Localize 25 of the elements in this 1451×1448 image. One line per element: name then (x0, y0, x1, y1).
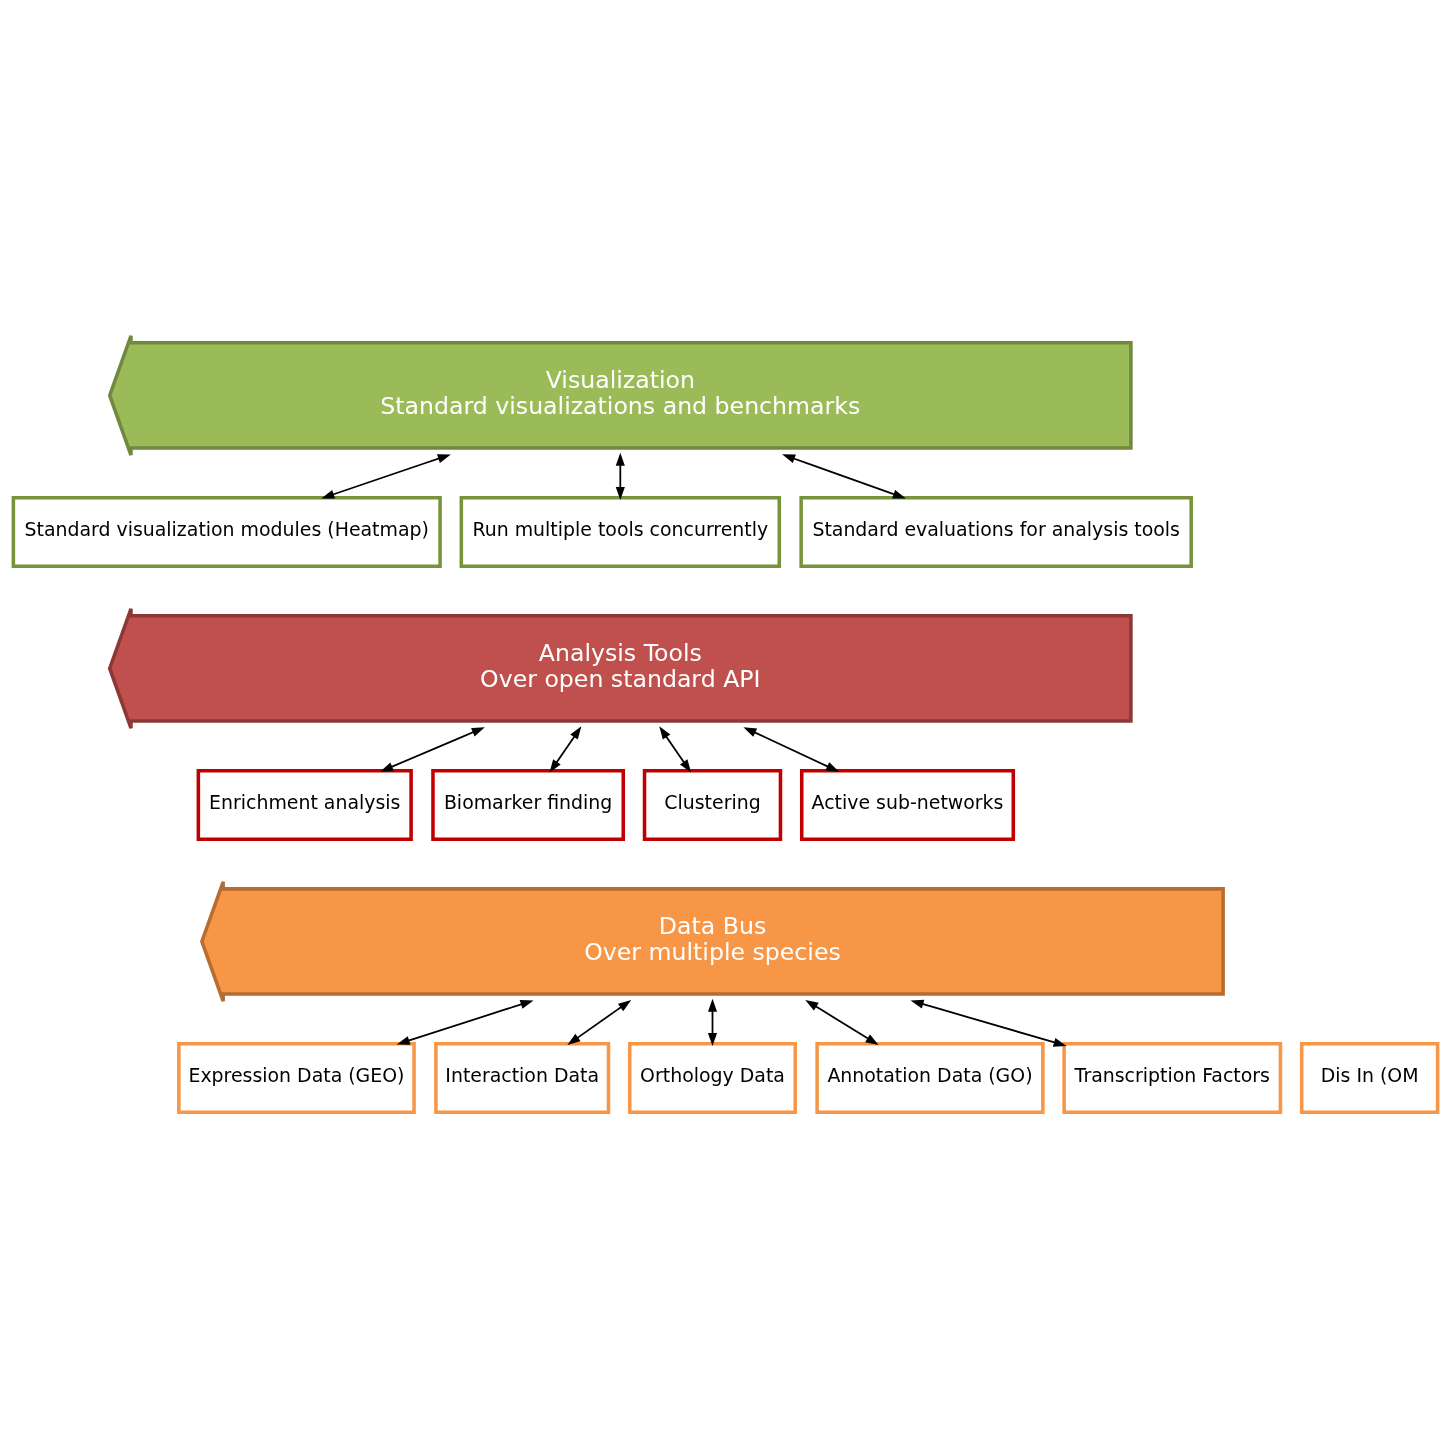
node-box: Active sub-networks (799, 768, 1016, 841)
node-box: Standard visualization modules (Heatmap) (11, 495, 442, 568)
node-box: Dis In (OM (1299, 1041, 1440, 1115)
node-box: Expression Data (GEO) (177, 1041, 416, 1115)
node-box: Clustering (642, 768, 783, 841)
arrow (615, 452, 625, 501)
arrow (380, 727, 485, 772)
node-box: Run multiple tools concurrently (459, 495, 782, 568)
node-box: Standard evaluations for analysis tools (799, 495, 1193, 568)
arrow (321, 454, 451, 499)
arrow (707, 998, 718, 1047)
node-box: Interaction Data (434, 1041, 611, 1115)
arrow (396, 1000, 534, 1045)
arrow (743, 727, 840, 772)
node-box: Annotation Data (GO) (815, 1041, 1045, 1115)
arrow (659, 726, 692, 773)
node-box: Biomarker finding (431, 768, 626, 841)
arrow (567, 999, 632, 1045)
node-box: Orthology Data (628, 1041, 797, 1115)
node-box: Enrichment analysis (196, 768, 413, 841)
node-box: Transcription Factors (1062, 1041, 1283, 1115)
arrow (782, 454, 906, 499)
arrow (805, 999, 879, 1046)
arrow (910, 999, 1067, 1047)
arrow (549, 726, 582, 773)
